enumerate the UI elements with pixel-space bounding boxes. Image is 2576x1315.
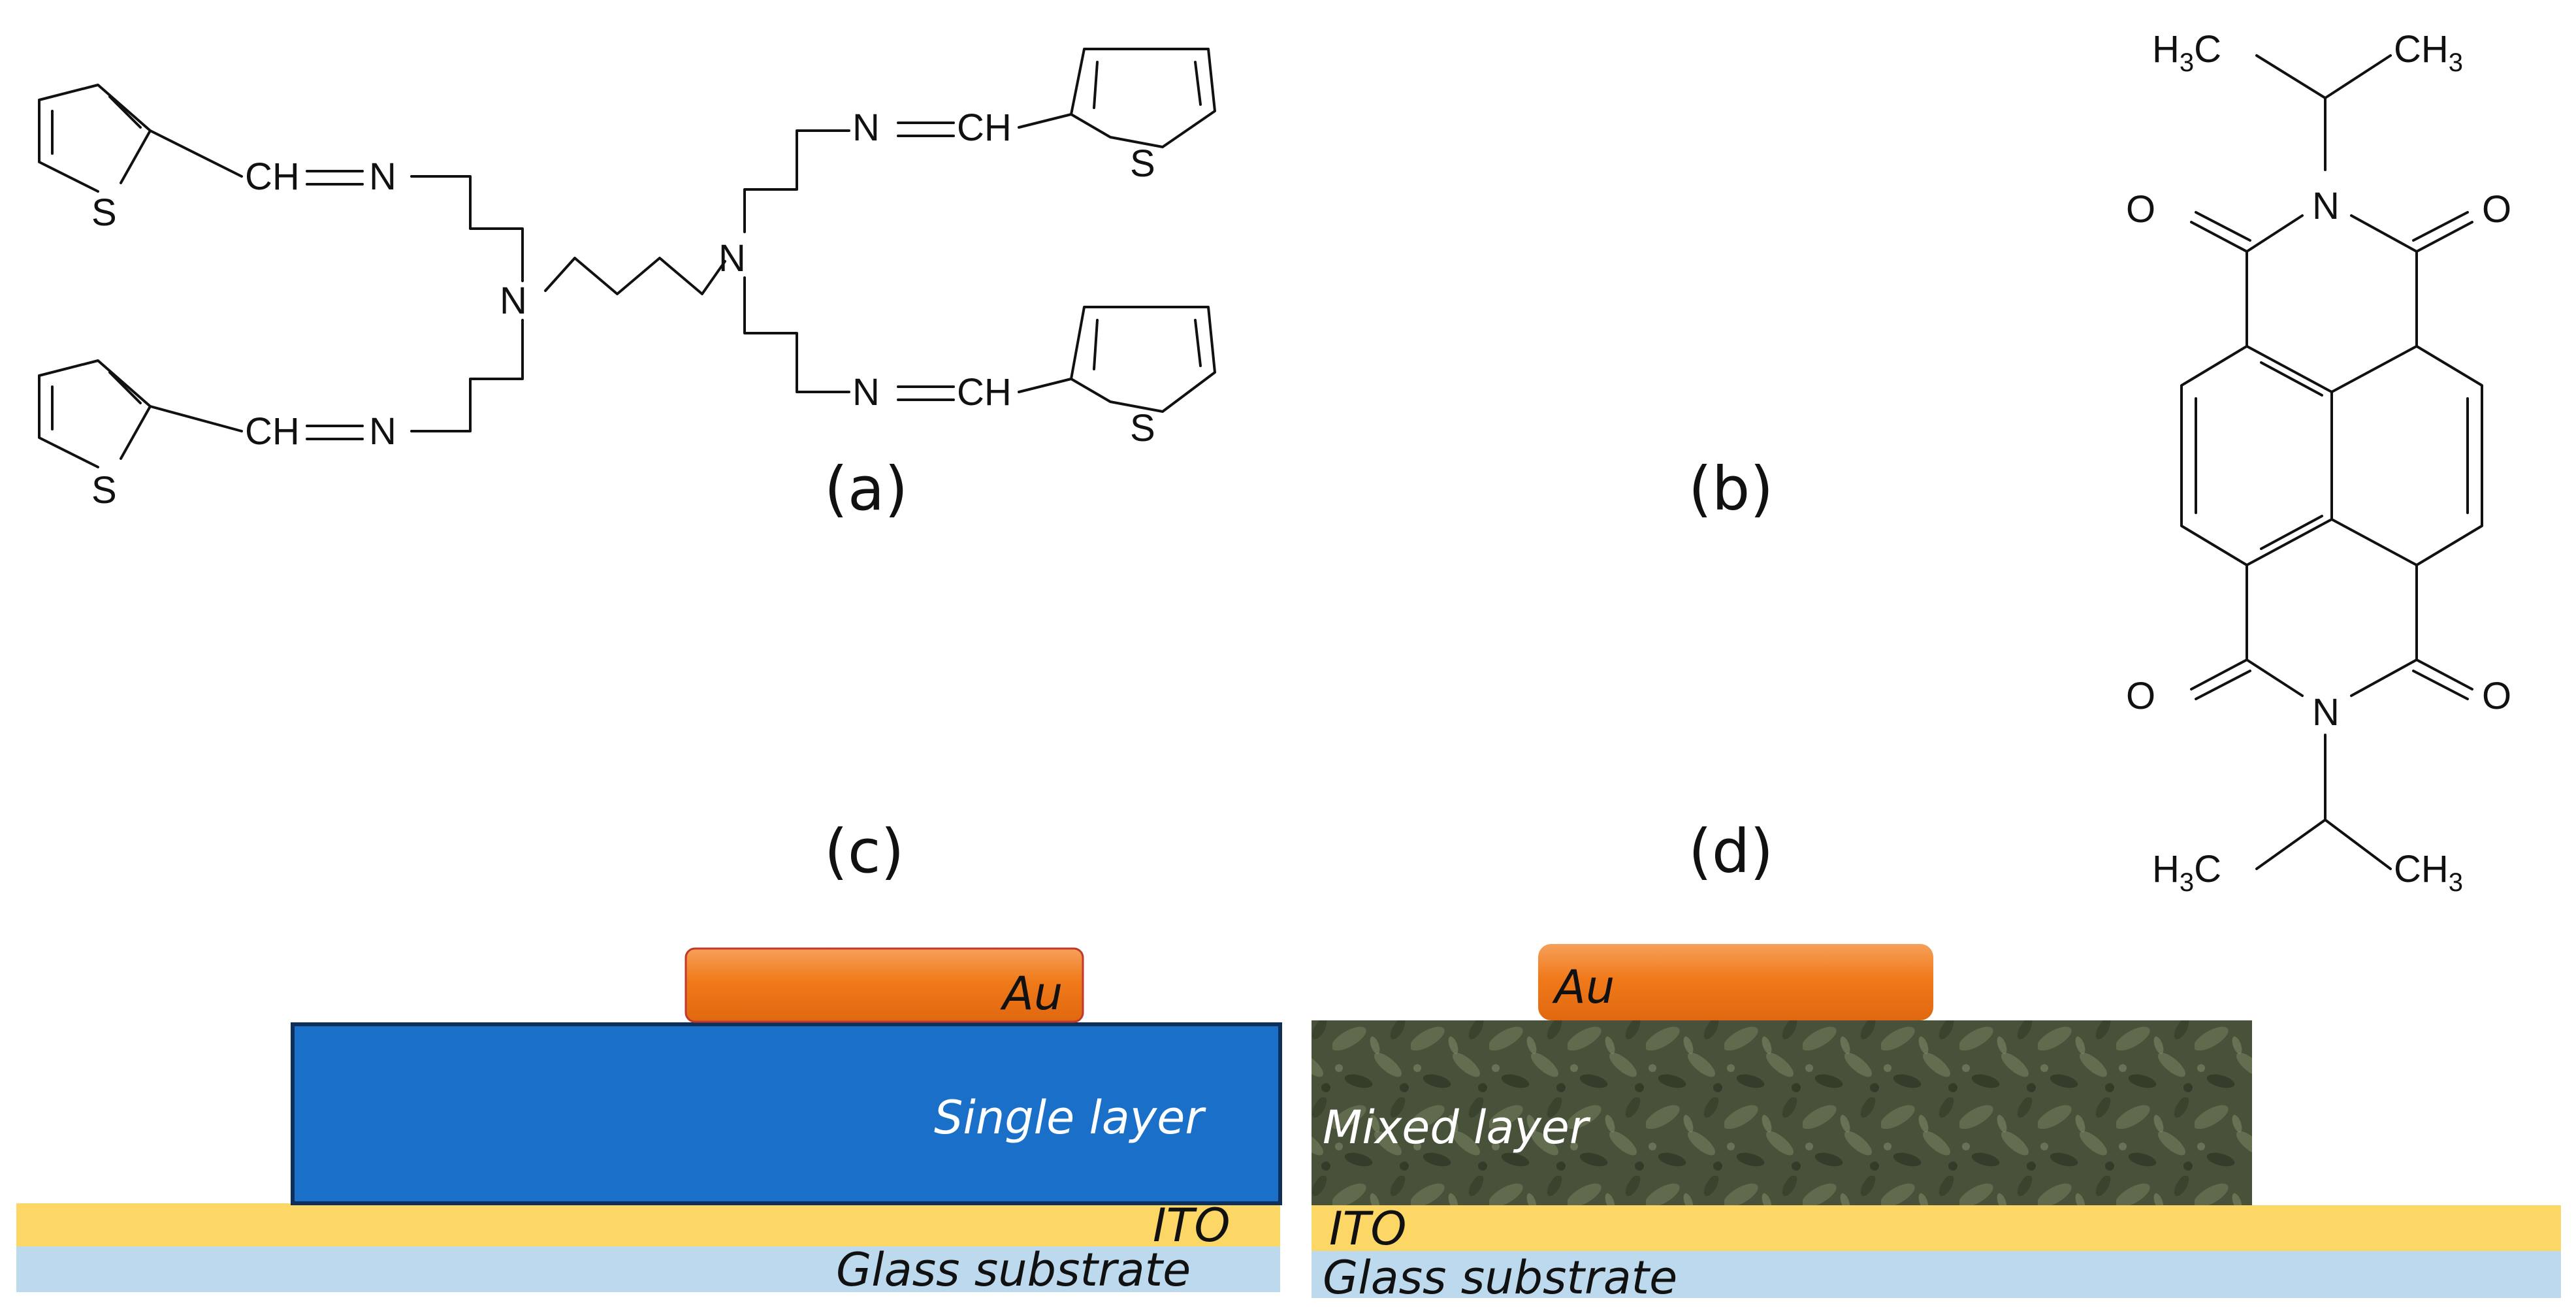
imine-n-label: N [852, 106, 880, 149]
molecule-b: H3C CH3 N O O O O N [2126, 28, 2511, 897]
single-layer-label: Single layer [934, 1091, 1206, 1145]
device-d-mixed-layer: Au Mixed layer ITO Glass substrate [1312, 944, 2561, 1305]
single-active-layer [291, 1022, 1282, 1205]
imine-n-label: N [369, 410, 396, 453]
imine-ch-label: CH [957, 371, 1012, 414]
imine-ch-label: CH [957, 106, 1012, 149]
panel-label-a: (a) [824, 454, 908, 524]
imine-bottom-right: N CH [852, 371, 1072, 414]
sulfur-atom-label: S [1130, 142, 1155, 185]
carbonyl-o-bottom-right: O [2482, 675, 2511, 717]
ito-label: ITO [1329, 1202, 1407, 1256]
carbonyl-o-bottom-left: O [2126, 675, 2155, 717]
amine-n-right: N [718, 237, 746, 280]
au-label: Au [1552, 960, 1615, 1014]
methyl-group-bottom-right: CH3 [2394, 848, 2463, 897]
imine-bottom-left: CH N [245, 319, 524, 453]
thiophene-ring-bottom-left: S [38, 359, 243, 511]
panel-label-c: (c) [824, 817, 904, 886]
panel-label-d: (d) [1688, 817, 1773, 886]
sulfur-atom-label: S [91, 191, 117, 234]
methyl-group-top-left: H3C [2152, 28, 2221, 77]
imine-ch-label: CH [245, 155, 300, 198]
glass-substrate-layer [16, 1246, 1280, 1292]
imine-n-label: N [369, 155, 396, 198]
ito-label: ITO [1153, 1199, 1231, 1252]
glass-substrate-layer [1312, 1251, 2561, 1298]
au-label: Au [1000, 967, 1063, 1020]
thiophene-ring-top-right: S [1070, 48, 1216, 185]
imine-n-label: N [852, 371, 880, 414]
molecule-a: S CH N S CH N N N [38, 48, 1216, 511]
au-electrode [1538, 944, 1933, 1020]
glass-substrate-label: Glass substrate [1323, 1251, 1677, 1305]
carbonyl-o-top-left: O [2126, 188, 2155, 231]
methyl-group-bottom-left: H3C [2152, 848, 2221, 897]
thiophene-ring-bottom-right: S [1070, 306, 1216, 449]
imine-top-right: N CH [852, 106, 1072, 149]
device-c-single-layer: Au Single layer ITO Glass substrate [16, 947, 1282, 1297]
amine-n-left: N [500, 280, 527, 322]
panel-label-b: (b) [1688, 454, 1773, 524]
methyl-group-top-right: CH3 [2394, 28, 2463, 77]
butyl-chain [544, 257, 726, 295]
glass-substrate-label: Glass substrate [836, 1243, 1191, 1297]
mixed-layer-label: Mixed layer [1323, 1101, 1591, 1154]
au-electrode [684, 947, 1084, 1023]
ito-layer [1312, 1205, 2561, 1251]
imine-ch-label: CH [245, 410, 300, 453]
imine-top-left: CH N [245, 155, 524, 282]
sulfur-atom-label: S [91, 469, 117, 511]
imide-n-bottom: N [2312, 691, 2340, 734]
imide-n-top: N [2312, 185, 2340, 227]
mixed-active-layer [1312, 1020, 2252, 1205]
ito-layer [16, 1203, 1280, 1246]
thiophene-ring-top-left: S [38, 84, 243, 234]
sulfur-atom-label: S [1130, 407, 1155, 449]
carbonyl-o-top-right: O [2482, 188, 2511, 231]
